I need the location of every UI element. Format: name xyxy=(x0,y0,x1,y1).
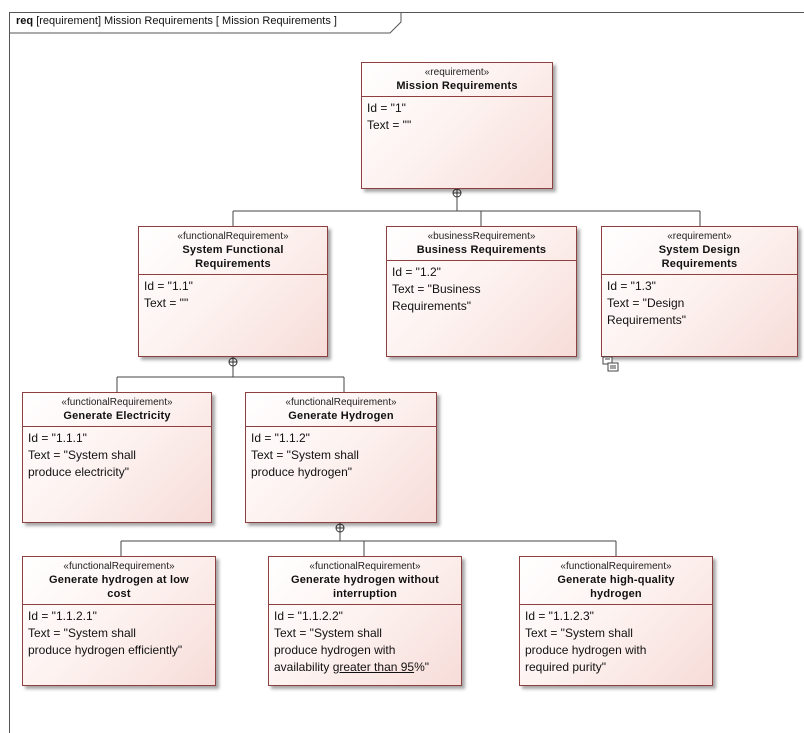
requirement-high-quality-hydrogen[interactable]: «functionalRequirement» Generate high-qu… xyxy=(519,556,713,686)
requirement-header: «functionalRequirement» Generate hydroge… xyxy=(269,557,461,605)
requirement-header: «functionalRequirement» Generate Hydroge… xyxy=(246,393,436,427)
requirement-text: Text = "System shall xyxy=(28,626,136,640)
requirement-id: Id = "1.1.2" xyxy=(251,431,310,445)
stereotype-label: «requirement» xyxy=(667,231,732,242)
requirement-system-design[interactable]: «requirement» System Design Requirements… xyxy=(601,226,798,357)
requirement-generate-electricity[interactable]: «functionalRequirement» Generate Electri… xyxy=(22,392,212,523)
requirement-body: Id = "1.1.2" Text = "System shall produc… xyxy=(246,427,436,484)
requirement-text: Text = "System shall xyxy=(28,448,136,462)
requirement-name: Requirements xyxy=(195,258,271,270)
stereotype-label: «requirement» xyxy=(424,67,490,78)
note-link-icon[interactable] xyxy=(602,356,620,372)
requirement-header: «functionalRequirement» Generate hydroge… xyxy=(23,557,215,605)
requirement-generate-hydrogen[interactable]: «functionalRequirement» Generate Hydroge… xyxy=(245,392,437,523)
requirement-header: «businessRequirement» Business Requireme… xyxy=(387,227,576,261)
requirement-business[interactable]: «businessRequirement» Business Requireme… xyxy=(386,226,577,357)
requirement-name: interruption xyxy=(332,588,398,600)
containment-crosshair-icon xyxy=(452,188,462,198)
requirement-text: produce hydrogen efficiently" xyxy=(28,643,183,657)
requirement-text: produce hydrogen with xyxy=(525,643,647,657)
requirement-hydrogen-low-cost[interactable]: «functionalRequirement» Generate hydroge… xyxy=(22,556,216,686)
requirement-name: Generate Electricity xyxy=(63,410,171,422)
containment-links xyxy=(116,188,701,556)
requirement-body: Id = "1.1.2.1" Text = "System shall prod… xyxy=(23,605,215,662)
requirement-text: produce electricity" xyxy=(28,465,129,479)
containment-crosshair-icon xyxy=(228,357,238,367)
requirement-header: «functionalRequirement» Generate Electri… xyxy=(23,393,211,427)
requirement-text: required purity" xyxy=(525,660,606,674)
requirement-id: Id = "1.1.2.2" xyxy=(274,609,343,623)
stereotype-label: «functionalRequirement» xyxy=(61,397,173,408)
requirement-text: Text = "System shall xyxy=(274,626,382,640)
requirement-text: Text = "Design xyxy=(607,296,685,310)
requirement-system-functional[interactable]: «functionalRequirement» System Functiona… xyxy=(138,226,328,357)
requirement-text: Text = "Business xyxy=(392,282,481,296)
requirement-name: Generate high-quality xyxy=(557,574,675,586)
frame-title: req [requirement] Mission Requirements [… xyxy=(16,15,337,27)
requirement-body: Id = "1.1.2.2" Text = "System shall prod… xyxy=(269,605,461,679)
requirement-name: Requirements xyxy=(661,258,738,270)
requirement-body: Id = "1.1" Text = "" xyxy=(139,275,327,315)
requirement-name: Generate hydrogen at low xyxy=(49,574,189,586)
requirement-text: Text = "" xyxy=(367,118,412,132)
requirement-text: produce hydrogen with xyxy=(274,643,396,657)
stereotype-label: «functionalRequirement» xyxy=(177,231,289,242)
requirement-id: Id = "1" xyxy=(367,101,406,115)
requirement-hydrogen-without-interruption[interactable]: «functionalRequirement» Generate hydroge… xyxy=(268,556,462,686)
requirement-text: availability greater than 95%" xyxy=(274,660,430,674)
requirement-mission[interactable]: «requirement» Mission Requirements Id = … xyxy=(361,62,553,189)
requirement-id: Id = "1.2" xyxy=(392,265,441,279)
requirement-body: Id = "1" Text = "" xyxy=(362,97,552,137)
stereotype-label: «functionalRequirement» xyxy=(285,397,397,408)
requirement-name: Generate hydrogen without xyxy=(290,574,439,586)
requirement-name: hydrogen xyxy=(590,588,642,600)
requirement-id: Id = "1.1.1" xyxy=(28,431,87,445)
requirement-body: Id = "1.2" Text = "Business Requirements… xyxy=(387,261,576,318)
requirement-name: cost xyxy=(107,588,131,600)
requirement-header: «requirement» Mission Requirements xyxy=(362,63,552,97)
stereotype-label: «businessRequirement» xyxy=(427,231,536,242)
stereotype-label: «functionalRequirement» xyxy=(63,561,175,572)
requirement-id: Id = "1.1.2.1" xyxy=(28,609,97,623)
requirement-name: Mission Requirements xyxy=(396,80,518,92)
requirement-name: Generate Hydrogen xyxy=(288,410,394,422)
requirement-header: «requirement» System Design Requirements xyxy=(602,227,797,275)
stereotype-label: «functionalRequirement» xyxy=(560,561,672,572)
containment-crosshair-icon xyxy=(335,523,345,533)
diagram-frame xyxy=(9,12,804,733)
requirement-body: Id = "1.1.2.3" Text = "System shall prod… xyxy=(520,605,712,679)
requirement-text: Requirements" xyxy=(392,299,471,313)
requirement-text: Requirements" xyxy=(607,313,686,327)
requirement-id: Id = "1.1" xyxy=(144,279,193,293)
requirement-text: Text = "System shall xyxy=(525,626,633,640)
requirement-text: produce hydrogen" xyxy=(251,465,352,479)
requirement-header: «functionalRequirement» Generate high-qu… xyxy=(520,557,712,605)
requirement-name: System Functional xyxy=(182,244,284,256)
requirement-header: «functionalRequirement» System Functiona… xyxy=(139,227,327,275)
requirement-text: Text = "" xyxy=(144,296,189,310)
requirement-name: System Design xyxy=(658,244,741,256)
stereotype-label: «functionalRequirement» xyxy=(309,561,421,572)
requirement-body: Id = "1.3" Text = "Design Requirements" xyxy=(602,275,797,332)
requirement-body: Id = "1.1.1" Text = "System shall produc… xyxy=(23,427,211,484)
requirement-id: Id = "1.3" xyxy=(607,279,656,293)
underlined-text: greater than 95 xyxy=(332,660,415,674)
requirement-id: Id = "1.1.2.3" xyxy=(525,609,594,623)
requirement-text: Text = "System shall xyxy=(251,448,359,462)
requirement-name: Business Requirements xyxy=(416,244,547,256)
